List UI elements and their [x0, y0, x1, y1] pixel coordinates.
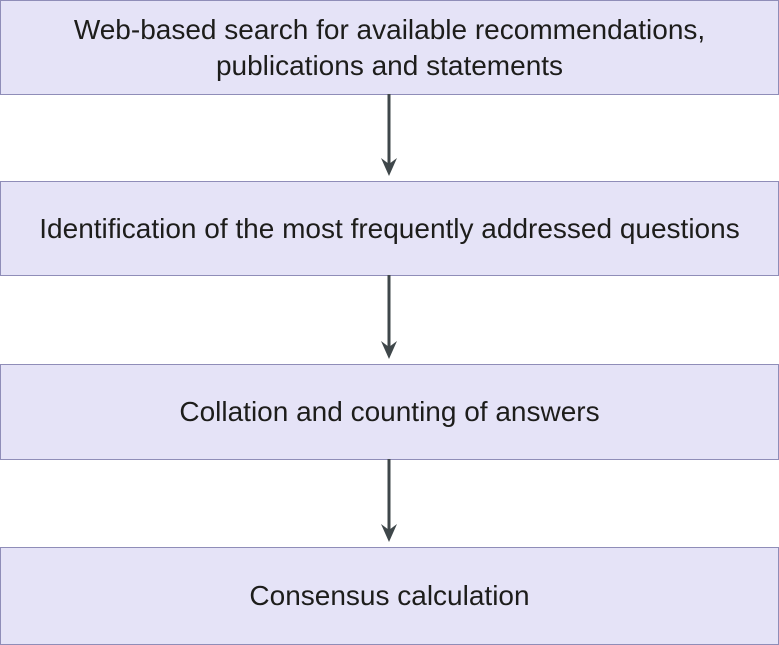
flow-step-consensus: Consensus calculation — [0, 547, 779, 645]
flow-step-collation: Collation and counting of answers — [0, 364, 779, 460]
flow-step-label: Consensus calculation — [249, 580, 530, 611]
down-arrow-icon — [381, 275, 397, 359]
flow-step-search: Web-based search for available recommend… — [0, 0, 779, 95]
flow-step-label: Identification of the most frequently ad… — [39, 212, 740, 244]
flow-step-label: Collation and counting of answers — [179, 396, 600, 427]
down-arrow-icon — [381, 94, 397, 176]
flow-step-identification: Identification of the most frequently ad… — [0, 181, 779, 276]
flow-step-label: Web-based search for available recommend… — [73, 13, 706, 81]
down-arrow-icon — [381, 459, 397, 542]
